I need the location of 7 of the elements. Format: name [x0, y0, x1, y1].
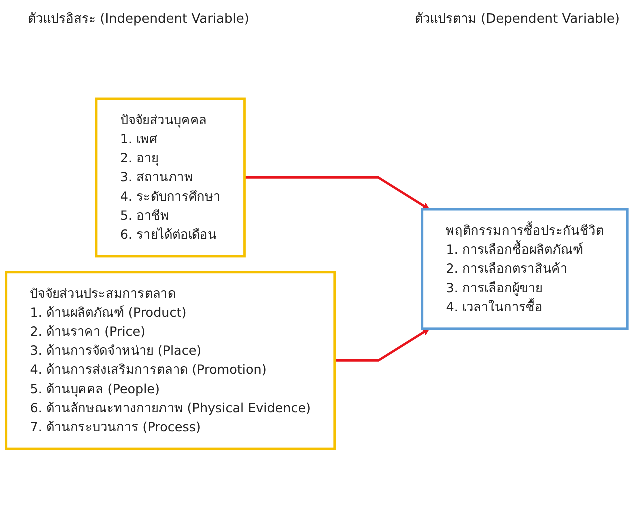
node-box: ปัจจัยส่วนประสมการตลาด 1. ด้านผลิตภัณฑ์ (Product) 2. ด้านราคา (Price) 3. ด้านการจัดจำหน่าย (Place) 4. ด้านการส่งเสริมการตลาด (Promotion) 5. ด้านบุคคล (People) 6. ด้านลักษณะทางกายภาพ (Physical Evidence) 7. ด้านกระบวนการ (Process) [5, 271, 336, 450]
arrow [244, 176, 430, 210]
column-heading: ตัวแปรอิสระ (Independent Variable) [28, 11, 250, 29]
node-box: ปัจจัยส่วนบุคคล 1. เพศ 2. อายุ 3. สถานภาพ 4. ระดับการศึกษา 5. อาชีพ 6. รายได้ต่อเดือน [95, 98, 246, 258]
arrow [334, 328, 430, 362]
node-box: พฤติกรรมการซื้อประกันชีวิต 1. การเลือกซื้อผลิตภัณฑ์ 2. การเลือกตราสินค้า 3. การเลือกผู้ขาย 4. เวลาในการซื้อ [421, 208, 629, 330]
column-heading: ตัวแปรตาม (Dependent Variable) [414, 11, 620, 29]
